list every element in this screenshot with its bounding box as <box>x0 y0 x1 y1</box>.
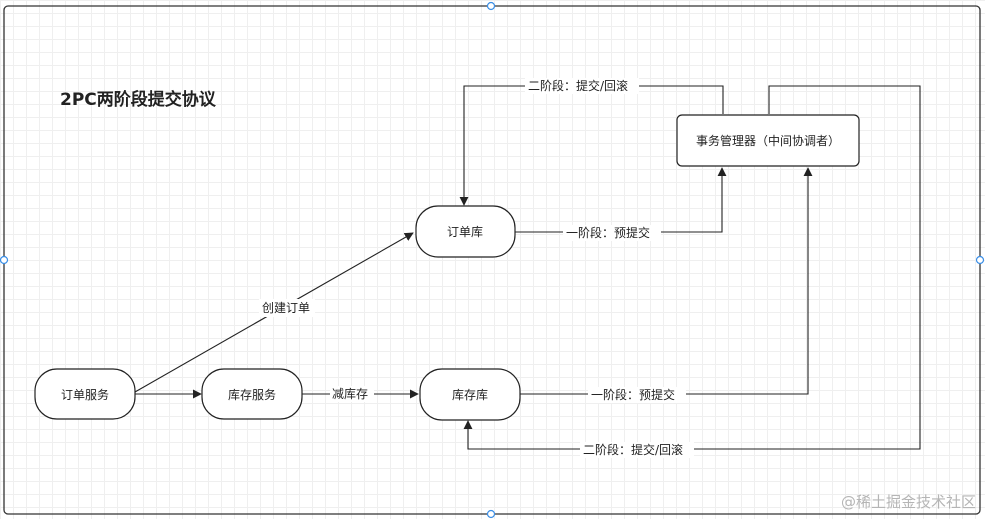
watermark: @稀土掘金技术社区 <box>841 493 976 511</box>
node-label-order-db: 订单库 <box>447 224 483 239</box>
diagram-frame[interactable] <box>3 5 981 515</box>
resize-handle-left[interactable] <box>0 255 9 265</box>
node-stock-service[interactable]: 库存服务 <box>201 368 303 420</box>
node-label-stock-db: 库存库 <box>452 387 488 402</box>
edge-label-bg-order-phase2 <box>525 78 639 94</box>
node-order-service[interactable]: 订单服务 <box>34 368 136 420</box>
node-stock-db[interactable]: 库存库 <box>419 368 521 421</box>
node-label-tx-manager: 事务管理器（中间协调者） <box>696 133 840 148</box>
resize-handle-bottom[interactable] <box>486 509 496 519</box>
edge-label-bg-create-order <box>259 299 315 317</box>
edge-stock-phase1[interactable] <box>520 167 813 395</box>
resize-handle-top[interactable] <box>486 1 496 11</box>
edge-label-bg-stock-phase2 <box>580 442 694 458</box>
node-order-db[interactable]: 订单库 <box>415 205 516 258</box>
edge-label-stock-phase1: 一阶段：预提交 <box>591 387 675 402</box>
edge-label-order-phase1: 一阶段：预提交 <box>566 225 650 240</box>
node-tx-manager[interactable]: 事务管理器（中间协调者） <box>676 114 860 167</box>
edge-stock-phase2[interactable] <box>463 85 921 450</box>
resize-handle-right[interactable] <box>975 255 985 265</box>
edge-order-phase1[interactable] <box>515 167 727 233</box>
edge-label-bg-reduce-stock <box>330 386 374 402</box>
node-label-order-service: 订单服务 <box>61 387 109 402</box>
diagram-title: 2PC两阶段提交协议 <box>60 89 217 110</box>
node-label-stock-service: 库存服务 <box>228 387 276 402</box>
edge-label-order-phase2: 二阶段：提交/回滚 <box>528 78 628 93</box>
edge-label-reduce-stock: 减库存 <box>332 386 368 401</box>
edge-label-stock-phase2: 二阶段：提交/回滚 <box>583 442 683 457</box>
edge-label-bg-order-phase1 <box>563 225 661 241</box>
edge-label-create-order: 创建订单 <box>262 301 310 315</box>
edge-label-bg-stock-phase1 <box>588 387 686 403</box>
